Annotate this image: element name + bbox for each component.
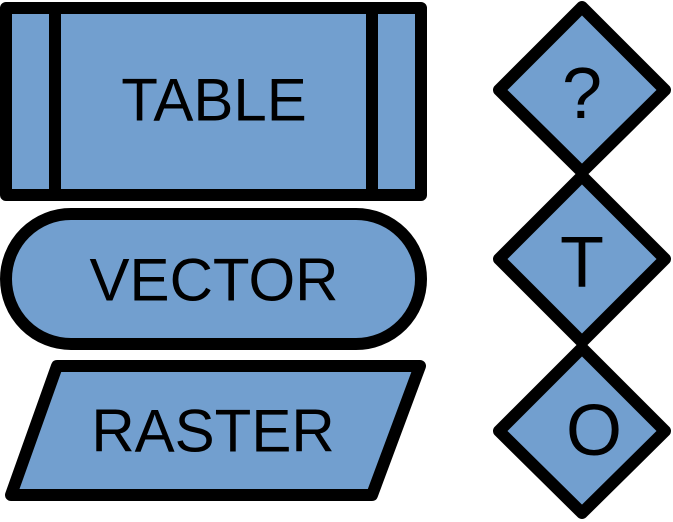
raster-label: RASTER (91, 398, 334, 465)
raster-parallelogram (5, 360, 426, 501)
diamond-question-label: ? (562, 54, 602, 134)
raster-shape: RASTER (5, 360, 426, 501)
vector-label: VECTOR (90, 247, 339, 314)
decision-diamond-3: O (493, 342, 671, 519)
diamond-o-label: O (566, 391, 622, 471)
decision-diamond-1: ? (493, 1, 671, 178)
table-rect (0, 2, 427, 201)
diamond-t-label: T (560, 223, 604, 303)
decision-diamond-2: T (493, 170, 671, 348)
table-label: TABLE (121, 67, 307, 134)
vector-pill (0, 208, 427, 350)
table-shape: TABLE (0, 2, 427, 201)
diamond-o (493, 342, 671, 519)
vector-shape: VECTOR (0, 208, 427, 350)
